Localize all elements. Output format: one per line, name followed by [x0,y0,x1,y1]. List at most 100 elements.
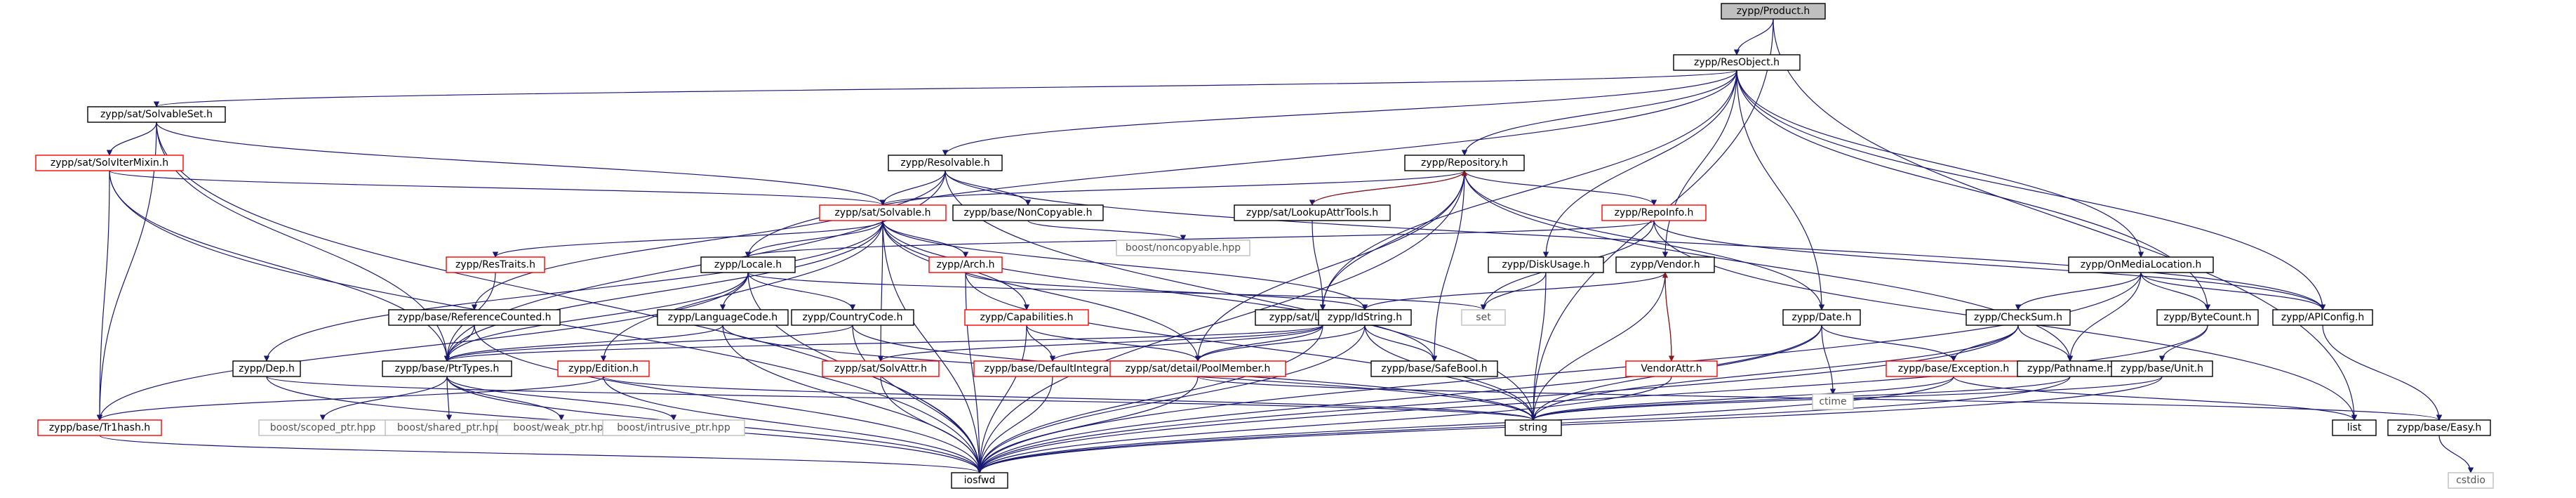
edge-vendorattr-to-vendor [1662,272,1672,362]
node-label: zypp/ByteCount.h [2163,312,2251,323]
node-box [700,256,796,273]
edge-vendor-to-string [1530,272,1666,421]
node-weakptr[interactable]: boost/weak_ptr.hpp [497,419,626,436]
node-easy[interactable]: zypp/base/Easy.h [2387,419,2491,436]
node-label: zypp/base/Easy.h [2397,422,2482,433]
node-box [2111,360,2213,377]
node-label: zypp/Edition.h [568,363,639,374]
node-list[interactable]: list [2332,419,2377,436]
node-label: zypp/sat/SolvAttr.h [834,363,927,374]
edge-countrycode-to-iosfwd [852,325,983,473]
node-diskusage[interactable]: zypp/DiskUsage.h [1488,256,1604,273]
node-onmedialoc[interactable]: zypp/OnMediaLocation.h [2068,256,2214,273]
edge-apiconfig-to-easy [2322,325,2443,421]
edge-arch-to-idstring [965,272,1368,310]
node-ptrtypes[interactable]: zypp/base/PtrTypes.h [382,360,512,377]
node-dep[interactable]: zypp/Dep.h [232,360,301,377]
edge-ptrtypes-to-sharedptr [446,376,453,421]
edge-repository-to-date [1464,170,1825,310]
node-languagecode[interactable]: zypp/LanguageCode.h [657,309,789,326]
edge-resobject-to-onmedialoc [1736,70,2144,258]
node-date[interactable]: zypp/Date.h [1782,309,1861,326]
node-resolvable[interactable]: zypp/Resolvable.h [888,155,1003,171]
node-cstdio[interactable]: cstdio [2448,472,2494,489]
edge-resobject-to-vendor [1662,70,1737,258]
node-label: zypp/ResObject.h [1694,57,1780,68]
node-refcounted[interactable]: zypp/base/ReferenceCounted.h [388,309,561,326]
node-solvattr[interactable]: zypp/sat/SolvAttr.h [822,360,940,377]
node-iosfwd[interactable]: iosfwd [951,472,1008,489]
node-restraits[interactable]: zypp/ResTraits.h [446,256,545,273]
edge-resobject-to-bytecount [1736,70,2211,310]
node-locale[interactable]: zypp/Locale.h [700,256,796,273]
node-label: zypp/DiskUsage.h [1502,259,1589,270]
node-set[interactable]: set [1461,309,1506,326]
node-edition[interactable]: zypp/Edition.h [557,360,650,377]
node-noncopyable[interactable]: zypp/base/NonCopyable.h [952,204,1104,221]
node-label: zypp/sat/LookupAttrTools.h [1246,207,1378,218]
edge-locale-to-set [747,272,1486,310]
node-box [888,155,1003,171]
node-ctime[interactable]: ctime [1812,393,1854,410]
node-label: zypp/sat/SolvIterMixin.h [51,157,168,169]
node-solvableset[interactable]: zypp/sat/SolvableSet.h [87,106,226,123]
edge-idstring-to-poolmember [1194,325,1366,362]
node-scopedptr[interactable]: boost/scoped_ptr.hpp [258,419,387,436]
edge-resobject-to-locale [745,70,1737,258]
node-repository[interactable]: zypp/Repository.h [1404,155,1525,171]
node-intrusiveptr[interactable]: boost/intrusive_ptr.hpp [602,419,745,436]
node-exception[interactable]: zypp/base/Exception.h [1886,360,2022,377]
node-boostnoncopy[interactable]: boost/noncopyable.hpp [1116,240,1250,256]
node-capabilities[interactable]: zypp/Capabilities.h [964,309,1089,326]
node-countrycode[interactable]: zypp/CountryCode.h [791,309,914,326]
edge-resobject-to-diskusage [1542,70,1737,258]
edge-resobject-to-lookupattr [1319,70,1737,310]
node-solvable[interactable]: zypp/sat/Solvable.h [819,204,947,221]
edge-solvableset-to-solvitermixin [106,122,157,156]
edges-layer [96,18,2474,473]
node-arch[interactable]: zypp/Arch.h [928,256,1003,273]
node-label: zypp/base/ReferenceCounted.h [397,312,551,323]
edge-solvable-to-solvattr [877,220,884,362]
node-vendor[interactable]: zypp/Vendor.h [1615,256,1715,273]
node-tr1hash[interactable]: zypp/base/Tr1hash.h [37,419,162,436]
edge-lookupattr-to-poolmember [1194,325,1323,362]
node-defaultintegral[interactable]: zypp/base/DefaultIntegral.h [973,360,1132,377]
node-vendorattr[interactable]: VendorAttr.h [1625,360,1718,377]
edge-repoinfo-to-locale [745,220,1655,258]
node-box [1966,309,2071,326]
node-label: zypp/base/Unit.h [2121,363,2203,374]
node-solvitermixin[interactable]: zypp/sat/SolvIterMixin.h [35,155,184,171]
node-box [1673,54,1801,71]
node-product[interactable]: zypp/Product.h [1721,3,1826,20]
node-label: zypp/Arch.h [936,259,994,270]
node-safebool[interactable]: zypp/base/SafeBool.h [1370,360,1498,377]
node-bytecount[interactable]: zypp/ByteCount.h [2156,309,2259,326]
node-idstring[interactable]: zypp/IdString.h [1318,309,1412,326]
node-string[interactable]: string [1504,419,1562,436]
edge-exception-to-string [1530,376,1954,421]
nodes-layer: zypp/Product.h zypp/ResObject.h zypp/sat/S… [35,3,2494,489]
edge-bytecount-to-unit [2158,325,2208,362]
node-label: zypp/Capabilities.h [980,312,1073,323]
node-box [928,256,1003,273]
node-resobject[interactable]: zypp/ResObject.h [1673,54,1801,71]
node-repoinfo[interactable]: zypp/RepoInfo.h [1601,204,1707,221]
node-lookupattrtools[interactable]: zypp/sat/LookupAttrTools.h [1234,204,1391,221]
node-box [2156,309,2259,326]
edge-resobject-to-repository [1461,70,1737,156]
edge-solvableset-to-tr1hash [96,122,157,421]
node-unit[interactable]: zypp/base/Unit.h [2111,360,2213,377]
node-sharedptr[interactable]: boost/shared_ptr.hpp [385,419,514,436]
edge-date-to-exception [1821,325,1957,362]
node-poolmember[interactable]: zypp/sat/detail/PoolMember.h [1109,360,1286,377]
node-box [791,309,914,326]
node-label: zypp/base/PtrTypes.h [395,363,500,374]
node-label: zypp/ResTraits.h [455,259,535,270]
node-label: boost/weak_ptr.hpp [513,422,609,433]
node-box [1318,309,1412,326]
node-apiconfig[interactable]: zypp/APIConfig.h [2272,309,2373,326]
node-checksum[interactable]: zypp/CheckSum.h [1966,309,2071,326]
node-pathname[interactable]: zypp/Pathname.h [2017,360,2123,377]
edge-lookupattr-to-iosfwd [976,325,1323,473]
